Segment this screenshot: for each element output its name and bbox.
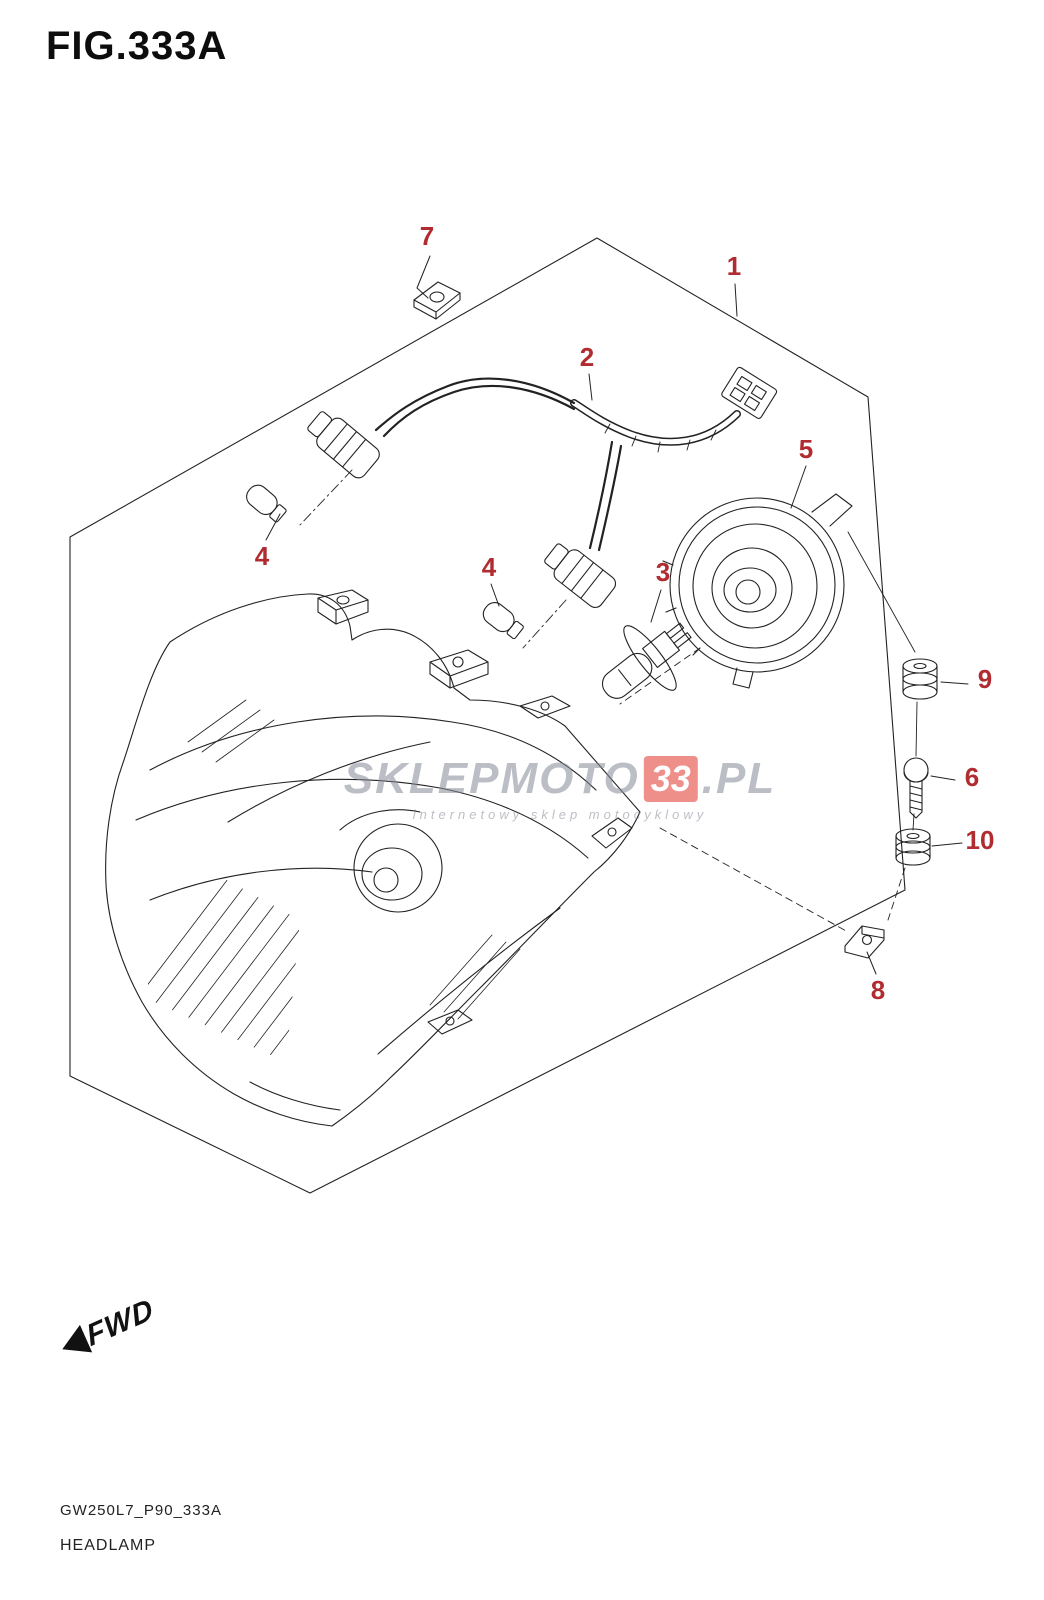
callout-3: 3	[655, 557, 671, 587]
grommet-part-10	[895, 828, 931, 866]
back-cover-part-5	[662, 493, 853, 689]
callout-9: 9	[977, 664, 993, 694]
callout-5: 5	[798, 434, 814, 464]
headlamp-body	[105, 589, 641, 1127]
bulb-socket-a	[307, 411, 380, 479]
bulb-h4-part-3	[601, 622, 692, 699]
bulb-4-middle	[482, 602, 524, 640]
bracket-part-8	[844, 925, 885, 959]
footer-part-code: GW250L7_P90_333A	[60, 1502, 222, 1519]
grommet-part-9	[902, 658, 938, 700]
clip-part-7	[413, 281, 461, 320]
screw-part-6	[903, 757, 929, 819]
footer-assembly-name: HEADLAMP	[60, 1537, 157, 1554]
callout-2: 2	[579, 342, 595, 372]
callout-7: 7	[419, 221, 435, 251]
bulb-4-left	[246, 484, 287, 523]
bulb-socket-b	[544, 543, 617, 608]
callout-4-middle: 4	[481, 552, 497, 582]
callout-6: 6	[964, 762, 980, 792]
callout-10: 10	[965, 825, 995, 855]
callout-1: 1	[726, 251, 742, 281]
harness-connector	[721, 366, 778, 419]
callout-8: 8	[870, 975, 886, 1005]
harness-wires	[374, 377, 623, 552]
leader-lines	[265, 255, 969, 975]
callout-4-left: 4	[254, 541, 270, 571]
figure-title: FIG.333A	[46, 24, 228, 68]
iso-frame	[69, 237, 906, 1194]
construction-lines	[299, 469, 918, 933]
